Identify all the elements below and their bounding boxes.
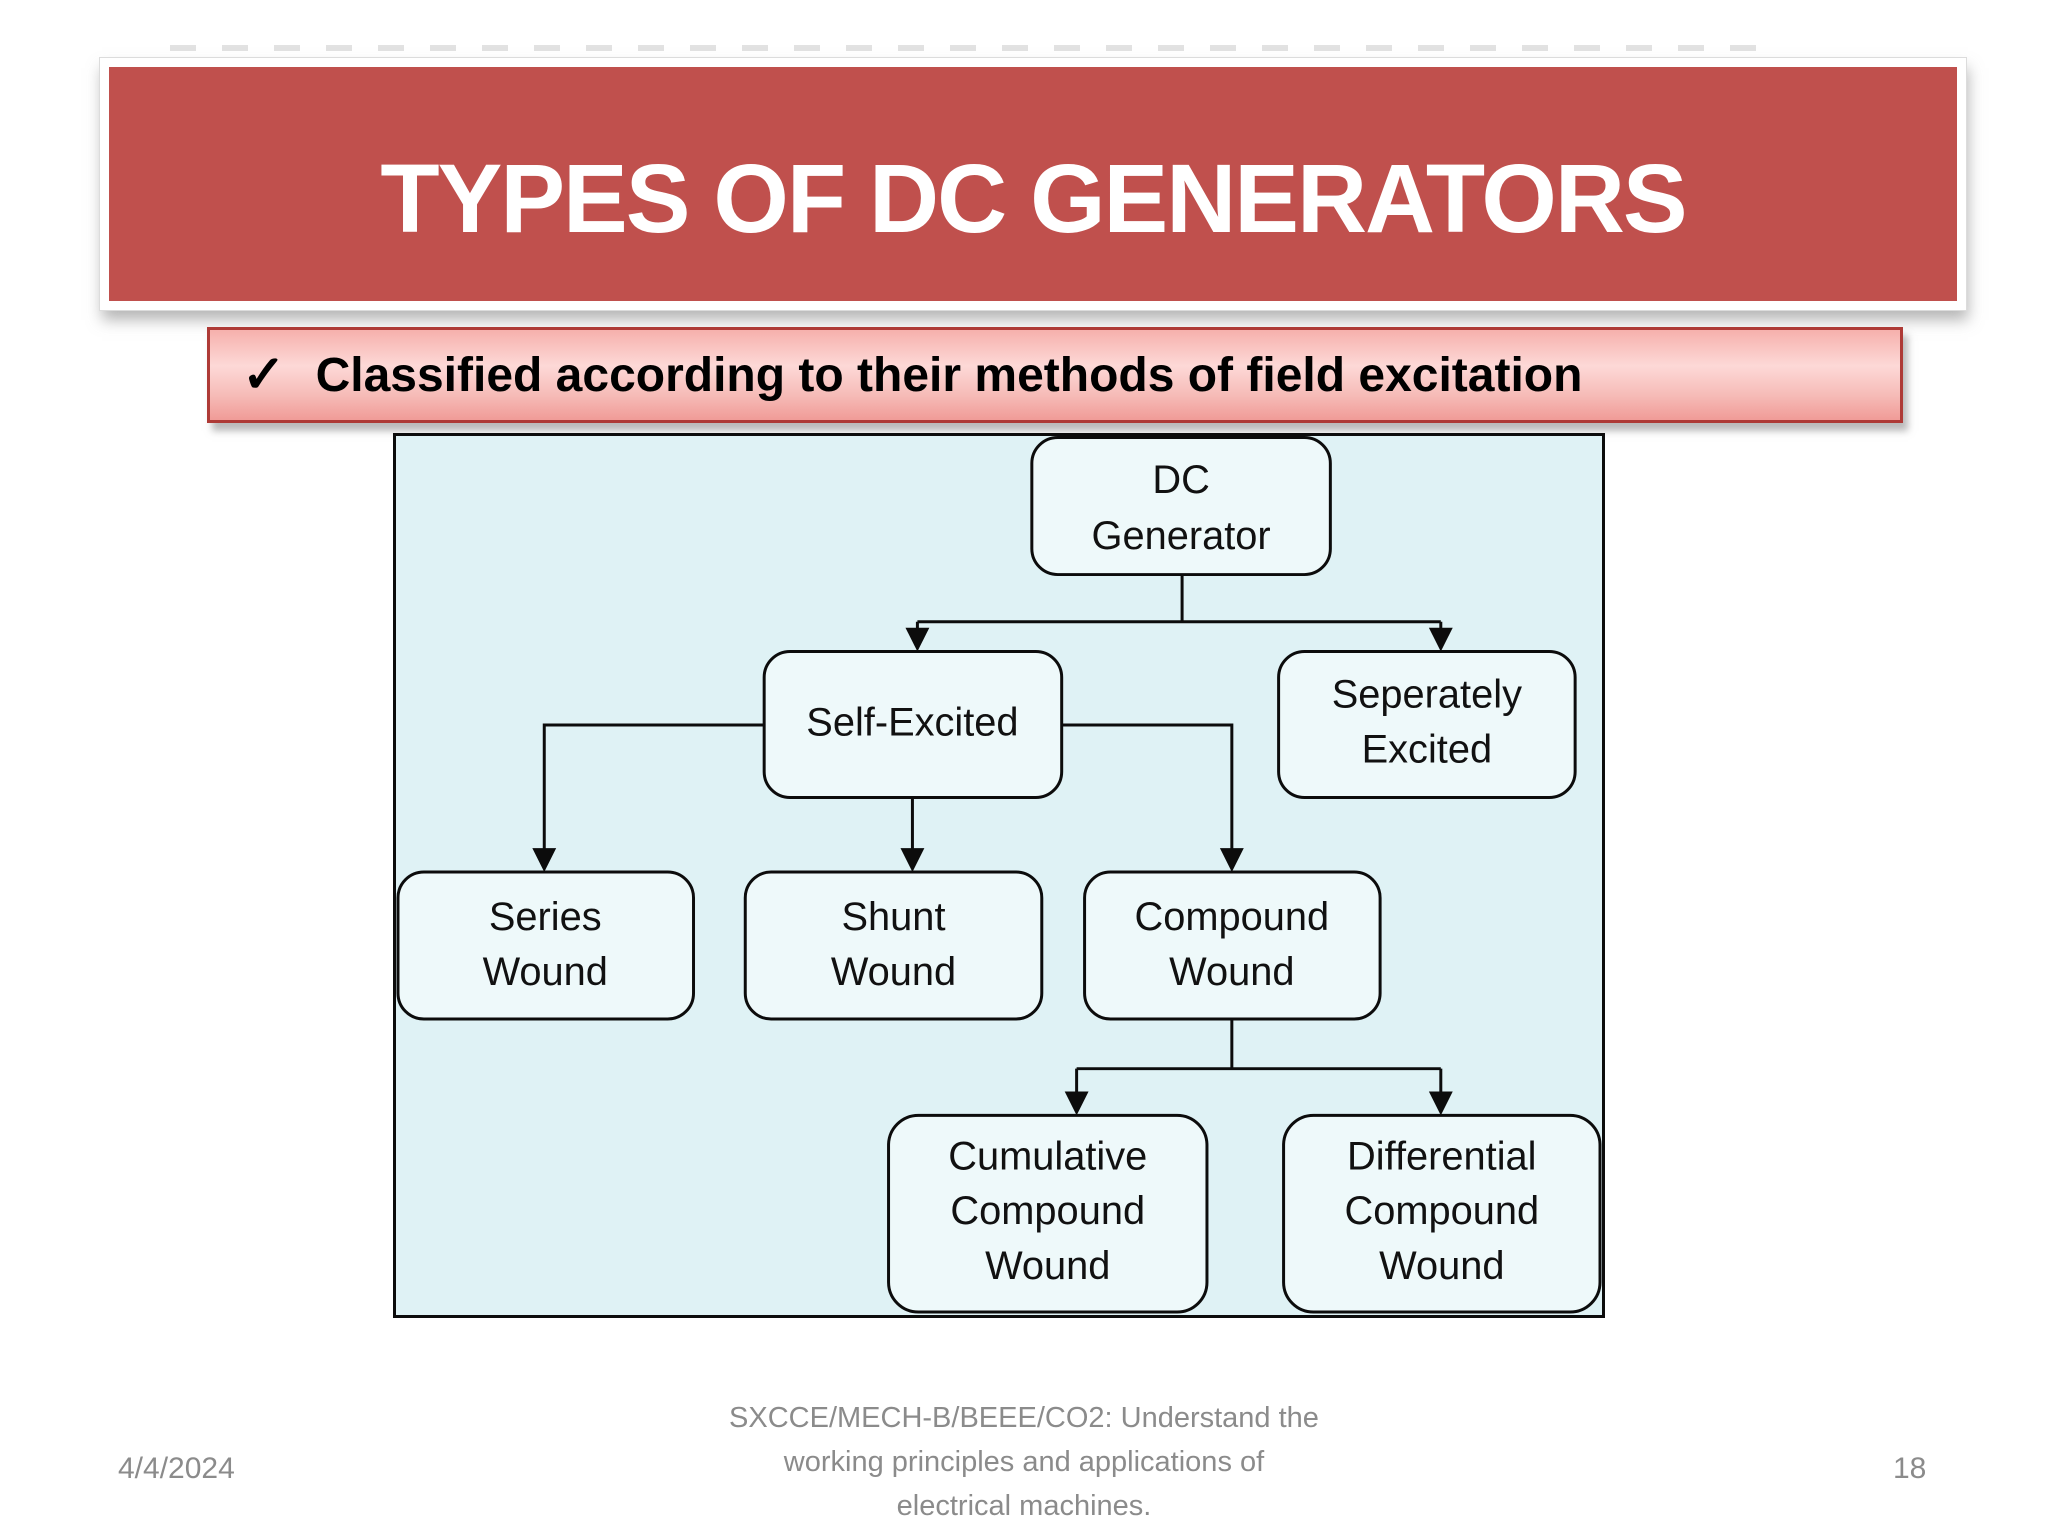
checkmark-icon: ✓ <box>242 346 286 404</box>
slide-title: TYPES OF DC GENERATORS <box>380 144 1687 253</box>
connector-dc-to-row2 <box>915 575 1443 630</box>
node-dc-generator: DC Generator <box>1030 436 1332 577</box>
arrowhead-to-self-excited <box>905 627 930 652</box>
node-self-excited-line1: Self-Excited <box>806 701 1018 745</box>
arrowhead-to-shunt-wound <box>900 848 925 873</box>
arrowhead-to-compound-wound <box>1219 848 1244 873</box>
node-shunt-wound-line2: Wound <box>831 950 956 994</box>
node-differential-compound-wound-box <box>1282 1113 1602 1314</box>
node-dc-generator-box <box>1030 436 1332 577</box>
node-series-wound: Series Wound <box>396 870 696 1021</box>
node-differential-compound-wound: Differential Compound Wound <box>1282 1113 1602 1314</box>
footer-course-info: SXCCE/MECH-B/BEEE/CO2: Understand the wo… <box>574 1396 1474 1528</box>
subtitle-text: Classified according to their methods of… <box>315 348 1583 402</box>
arrowhead-to-differential <box>1428 1091 1453 1116</box>
footer-date: 4/4/2024 <box>118 1452 235 1485</box>
node-differential-line2: Compound <box>1344 1189 1539 1233</box>
footer-course-info-line1: SXCCE/MECH-B/BEEE/CO2: Understand the <box>729 1402 1319 1434</box>
node-cumulative-line1: Cumulative <box>948 1135 1147 1179</box>
node-seperately-excited-line1: Seperately <box>1332 673 1522 717</box>
flowchart-svg: DC Generator Self-Excited Seperately Exc… <box>396 436 1602 1314</box>
node-dc-generator-line2: Generator <box>1092 514 1271 558</box>
arrowhead-to-series-wound <box>532 848 557 873</box>
node-shunt-wound: Shunt Wound <box>743 870 1044 1021</box>
footer-course-info-line2: working principles and applications of <box>783 1446 1265 1478</box>
arrowhead-to-seperately-excited <box>1428 627 1453 652</box>
node-cumulative-line3: Wound <box>985 1244 1110 1288</box>
node-dc-generator-line1: DC <box>1152 458 1209 502</box>
footer-course-info-line3: electrical machines. <box>896 1490 1152 1522</box>
node-differential-line3: Wound <box>1379 1244 1504 1288</box>
node-compound-wound-box <box>1083 870 1382 1021</box>
node-cumulative-line2: Compound <box>950 1189 1145 1233</box>
top-dashed-line <box>170 45 1762 51</box>
arrowhead-to-cumulative <box>1064 1091 1089 1116</box>
node-compound-wound: Compound Wound <box>1083 870 1382 1021</box>
node-shunt-wound-line1: Shunt <box>842 895 946 939</box>
node-seperately-excited-box <box>1277 650 1577 800</box>
node-cumulative-compound-wound: Cumulative Compound Wound <box>887 1113 1209 1314</box>
node-self-excited: Self-Excited <box>762 650 1064 800</box>
node-seperately-excited: Seperately Excited <box>1277 650 1577 800</box>
footer-page-number: 18 <box>1893 1452 1927 1485</box>
connector-compound-to-row4 <box>1075 1019 1443 1094</box>
node-self-excited-box <box>762 650 1064 800</box>
connector-self-to-row3 <box>542 723 1234 851</box>
node-cumulative-compound-wound-box <box>887 1113 1209 1314</box>
node-seperately-excited-line2: Excited <box>1362 727 1492 771</box>
node-series-wound-box <box>396 870 696 1021</box>
node-series-wound-line1: Series <box>489 895 602 939</box>
node-series-wound-line2: Wound <box>483 950 608 994</box>
subtitle-banner: ✓ Classified according to their methods … <box>207 327 1903 423</box>
node-shunt-wound-box <box>743 870 1044 1021</box>
node-compound-wound-line1: Compound <box>1135 895 1330 939</box>
title-banner: TYPES OF DC GENERATORS <box>100 58 1966 310</box>
flowchart-image: DC Generator Self-Excited Seperately Exc… <box>393 433 1605 1318</box>
node-compound-wound-line2: Wound <box>1169 950 1294 994</box>
node-differential-line1: Differential <box>1347 1135 1536 1179</box>
